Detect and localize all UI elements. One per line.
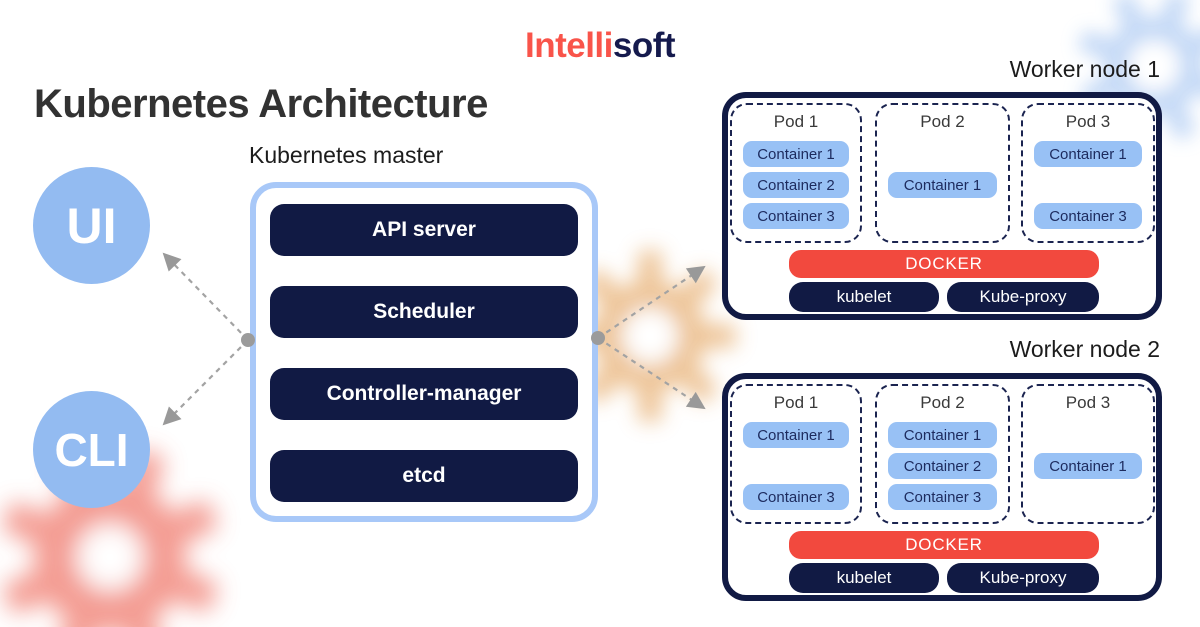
pod-label: Pod 2 (920, 393, 965, 412)
pod-label: Pod 1 (773, 393, 819, 412)
worker-node-2-box: Pod 1 Container 1 Container 3 Pod 2 Cont… (722, 373, 1162, 601)
pod-2: Pod 2 Container 1 Container 2 Container … (875, 384, 1010, 524)
arrow-master-to-ui (162, 252, 249, 341)
master-label: Kubernetes master (249, 142, 444, 168)
worker-node-2-label: Worker node 2 (1009, 336, 1160, 362)
kube-proxy-pill: Kube-proxy (947, 563, 1099, 593)
pod-1: Pod 1 Container 1 Container 3 (730, 384, 862, 524)
pod-3: Pod 3 Container 1 (1021, 384, 1155, 524)
container-pill: Container 1 (1034, 141, 1142, 167)
container-pill: Container 3 (888, 484, 997, 510)
ui-client-node: UI (33, 167, 150, 284)
container-pill: Container 1 (888, 422, 997, 448)
container-pill: Container 1 (743, 422, 849, 448)
container-pill: Container 1 (743, 141, 849, 167)
logo-text-navy: soft (612, 26, 676, 65)
pod-label: Pod 3 (1065, 393, 1111, 412)
component-controller-manager: Controller-manager (270, 368, 578, 420)
arrow-master-to-worker1 (597, 265, 706, 339)
intellisoft-logo: Intellisoft (0, 28, 1200, 63)
container-pill: Container 3 (743, 203, 849, 229)
component-api-server: API server (270, 204, 578, 256)
component-etcd: etcd (270, 450, 578, 502)
container-pill: Container 2 (888, 453, 997, 479)
kubelet-pill: kubelet (789, 282, 939, 312)
pod-3: Pod 3 Container 1 Container 3 (1021, 103, 1155, 243)
container-pill: Container 1 (1034, 453, 1142, 479)
master-box: API server Scheduler Controller-manager … (250, 182, 598, 522)
docker-bar: DOCKER (789, 531, 1099, 559)
worker-node-1-label: Worker node 1 (1009, 56, 1160, 82)
arrow-master-to-worker2 (597, 337, 706, 410)
pod-2: Pod 2 Container 1 (875, 103, 1010, 243)
kube-proxy-pill: Kube-proxy (947, 282, 1099, 312)
pod-label: Pod 3 (1065, 112, 1111, 131)
cli-client-node: CLI (33, 391, 150, 508)
worker-node-1-box: Pod 1 Container 1 Container 2 Container … (722, 92, 1162, 320)
pod-label: Pod 2 (920, 112, 965, 131)
page-title: Kubernetes Architecture (34, 82, 488, 126)
container-pill: Container 3 (743, 484, 849, 510)
pod-label: Pod 1 (773, 112, 819, 131)
container-pill: Container 2 (743, 172, 849, 198)
docker-bar: DOCKER (789, 250, 1099, 278)
logo-text-red: Intelli (524, 26, 613, 65)
kubelet-pill: kubelet (789, 563, 939, 593)
component-scheduler: Scheduler (270, 286, 578, 338)
container-pill: Container 1 (888, 172, 997, 198)
container-pill: Container 3 (1034, 203, 1142, 229)
arrow-master-to-cli (162, 339, 249, 426)
pod-1: Pod 1 Container 1 Container 2 Container … (730, 103, 862, 243)
